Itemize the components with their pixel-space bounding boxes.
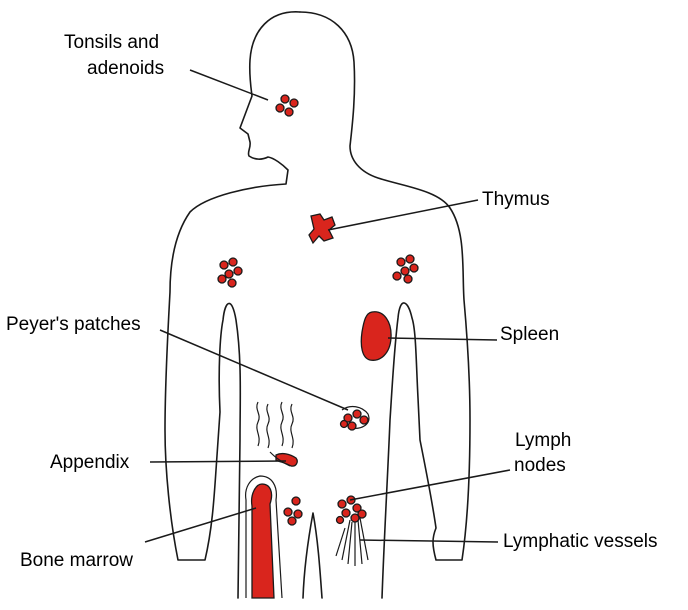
intestine-line-1 [257,402,259,446]
body-outline-right [300,12,470,598]
leader-thymus [328,200,478,230]
intestine-line-4 [291,404,293,448]
bone-marrow-shape [252,484,274,598]
label-bone-marrow: Bone marrow [20,550,133,571]
axillary-nodes-right [393,255,418,283]
label-tonsils-line1: Tonsils and [64,32,159,53]
tonsils-dots [276,95,298,116]
label-lymph-line1: Lymph [515,430,571,451]
label-lymph-line2: nodes [514,455,566,476]
label-spleen: Spleen [500,324,559,345]
peyers-patches-dots [341,407,369,430]
groin-dots [284,497,302,525]
leader-lymphatic-vessels [360,540,498,542]
label-lymphatic-vessels: Lymphatic vessels [503,531,658,552]
label-tonsils-line2: adenoids [87,58,164,79]
leader-spleen [388,338,497,340]
leg-inner-left [303,513,322,598]
thymus-shape [309,214,335,243]
leader-tonsils [190,70,268,100]
label-appendix: Appendix [50,452,130,473]
lymphatic-vessels-lines [336,518,368,566]
spleen-shape [361,312,391,361]
label-peyers: Peyer's patches [6,314,141,335]
axillary-nodes-left [218,258,242,287]
body-outline [165,12,300,598]
leader-peyers [160,330,348,410]
leader-appendix [150,461,286,462]
intestine-line-3 [281,402,283,446]
label-thymus: Thymus [482,189,550,210]
intestine-line-2 [267,404,269,448]
